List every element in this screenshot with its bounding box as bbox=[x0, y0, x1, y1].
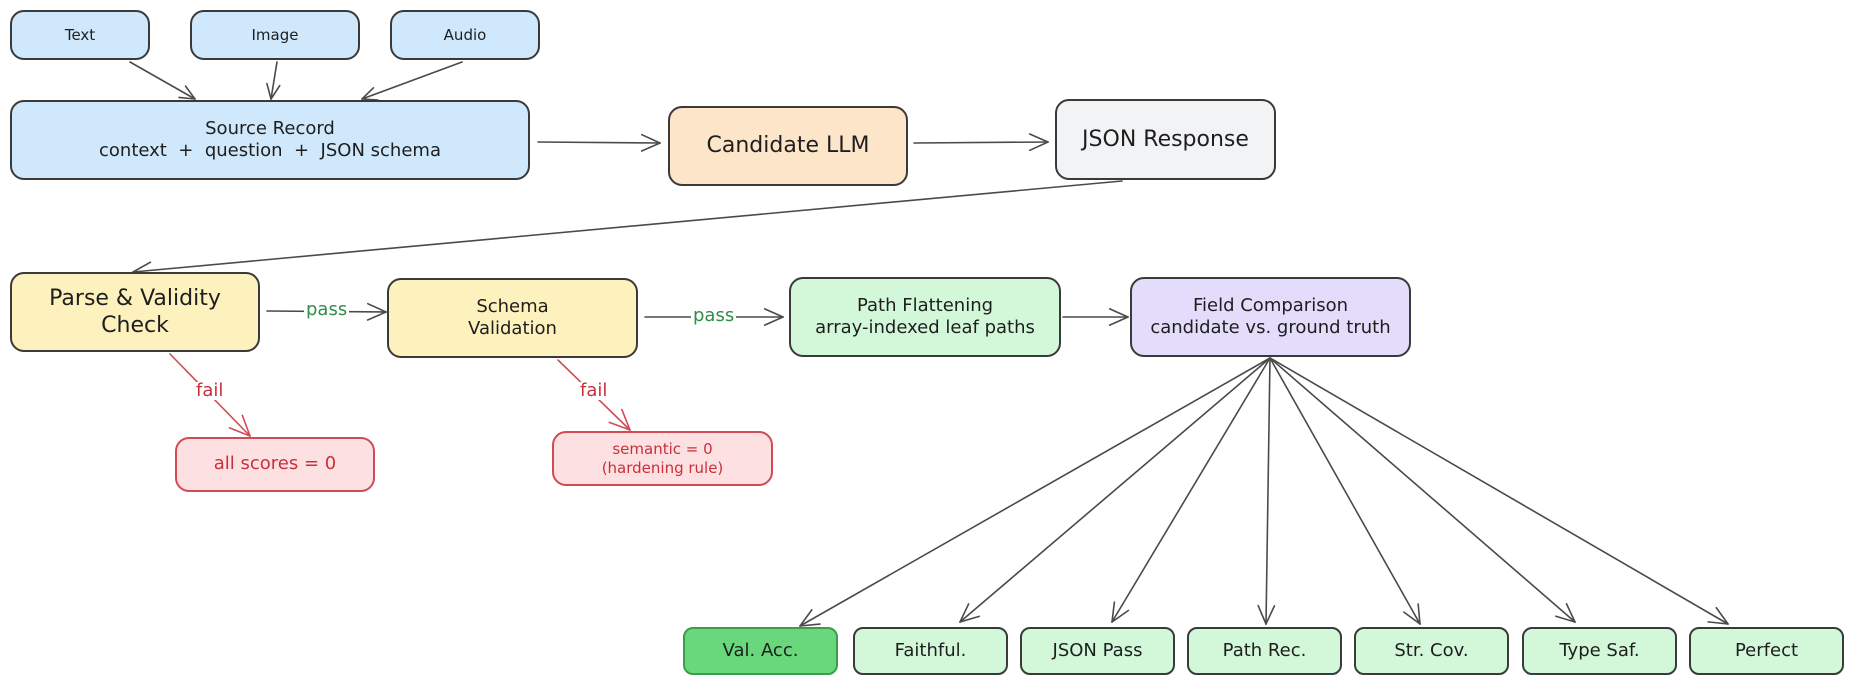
input-text-label: Text bbox=[64, 25, 96, 44]
field-comparison-node: Field Comparison candidate vs. ground tr… bbox=[1130, 277, 1411, 357]
schema-validation-line1: Schema bbox=[476, 295, 549, 317]
parse-validity-line1: Parse & Validity bbox=[49, 285, 221, 311]
metric-node: Val. Acc. bbox=[683, 627, 838, 675]
fail-semantic-line2: (hardening rule) bbox=[601, 458, 724, 477]
edge-field-metric-5 bbox=[1269, 357, 1576, 623]
parse-validity-line2: Check bbox=[101, 313, 169, 338]
metric-label: Faithful. bbox=[894, 639, 967, 661]
input-text-node: Text bbox=[10, 10, 150, 60]
source-record-subtitle: context + question + JSON schema bbox=[99, 140, 441, 161]
edge-field-metric-2 bbox=[1111, 357, 1271, 623]
edge-source-llm bbox=[537, 133, 661, 152]
metric-node: Type Saf. bbox=[1522, 627, 1677, 675]
path-flattening-line1: Path Flattening bbox=[856, 294, 994, 316]
schema-validation-node: Schema Validation bbox=[387, 278, 638, 358]
edge-image-source bbox=[266, 61, 281, 100]
candidate-llm-node: Candidate LLM bbox=[668, 106, 908, 186]
fail-all-scores-label: all scores = 0 bbox=[213, 453, 337, 475]
path-flattening-line2: array-indexed leaf paths bbox=[815, 317, 1035, 338]
edge-field-metric-1 bbox=[959, 357, 1271, 623]
path-flattening-node: Path Flattening array-indexed leaf paths bbox=[789, 277, 1061, 357]
schema-validation-line2: Validation bbox=[468, 318, 557, 339]
pass-label-schema: pass bbox=[691, 305, 737, 326]
edge-field-metric-0 bbox=[799, 357, 1271, 627]
parse-validity-node: Parse & Validity Check bbox=[10, 272, 260, 352]
fail-label-parse: fail bbox=[194, 380, 226, 401]
metric-label: Type Saf. bbox=[1559, 639, 1640, 661]
metric-label: Str. Cov. bbox=[1394, 639, 1469, 661]
fail-semantic-line1: semantic = 0 bbox=[612, 439, 713, 458]
edge-llm-json bbox=[913, 133, 1049, 152]
edge-path-field bbox=[1062, 308, 1129, 326]
metric-label: Perfect bbox=[1734, 639, 1799, 661]
edge-field-metric-3 bbox=[1257, 357, 1276, 625]
metric-node: Str. Cov. bbox=[1354, 627, 1509, 675]
edge-field-metric-4 bbox=[1269, 357, 1421, 625]
metric-label: Val. Acc. bbox=[722, 639, 799, 661]
metric-node: Path Rec. bbox=[1187, 627, 1342, 675]
fail-all-scores-node: all scores = 0 bbox=[175, 437, 375, 492]
edge-audio-source bbox=[361, 61, 463, 101]
metric-node: Faithful. bbox=[853, 627, 1008, 675]
metric-node: Perfect bbox=[1689, 627, 1844, 675]
json-response-node: JSON Response bbox=[1055, 99, 1276, 180]
metric-node: JSON Pass bbox=[1020, 627, 1175, 675]
pass-label-parse: pass bbox=[304, 299, 350, 320]
fail-label-schema: fail bbox=[578, 380, 610, 401]
metric-label: JSON Pass bbox=[1052, 639, 1143, 661]
field-comparison-line2: candidate vs. ground truth bbox=[1150, 317, 1391, 338]
metric-label: Path Rec. bbox=[1222, 639, 1307, 661]
source-record-title: Source Record bbox=[205, 117, 335, 139]
input-image-node: Image bbox=[190, 10, 360, 60]
input-audio-label: Audio bbox=[443, 25, 487, 44]
candidate-llm-label: Candidate LLM bbox=[706, 133, 870, 159]
field-comparison-line1: Field Comparison bbox=[1192, 294, 1349, 316]
fail-semantic-node: semantic = 0 (hardening rule) bbox=[552, 431, 773, 486]
input-audio-node: Audio bbox=[390, 10, 540, 60]
edge-field-metric-6 bbox=[1269, 357, 1729, 625]
json-response-label: JSON Response bbox=[1082, 126, 1249, 152]
edge-json-parse bbox=[132, 180, 1123, 280]
source-record-node: Source Record context + question + JSON … bbox=[10, 100, 530, 180]
input-image-label: Image bbox=[251, 25, 299, 44]
edge-text-source bbox=[129, 61, 196, 100]
